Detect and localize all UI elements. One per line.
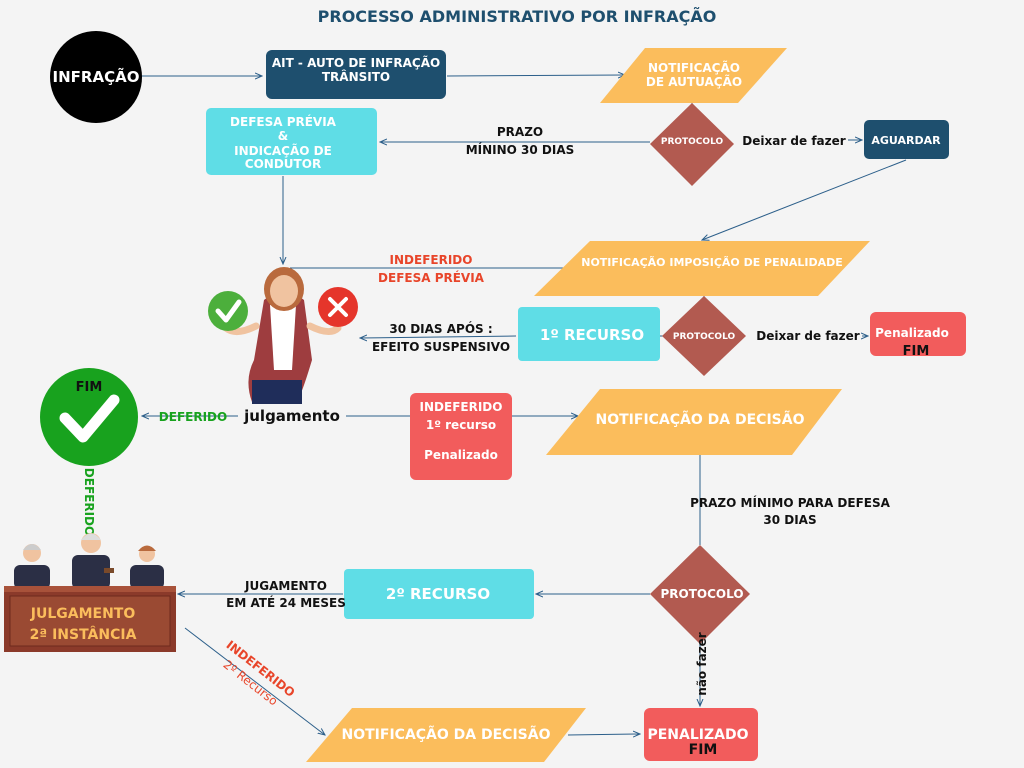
edge-label-julgamento-24-line2: EM ATÉ 24 MESES bbox=[226, 595, 346, 610]
node-defesa-line1: DEFESA PRÉVIA bbox=[230, 114, 337, 129]
node-penalizado-fim-1: Penalizado FIM bbox=[870, 312, 966, 359]
edge-label-prazo-defesa-line1: PRAZO MÍNIMO PARA DEFESA bbox=[690, 495, 891, 510]
node-julgamento-2-instancia: JULGAMENTO 2ª INSTÂNCIA bbox=[4, 533, 176, 652]
node-ait: AIT - AUTO DE INFRAÇÃO TRÂNSITO bbox=[266, 50, 446, 99]
node-aguardar: AGUARDAR bbox=[864, 120, 949, 159]
node-fim-check: FIM bbox=[40, 368, 138, 466]
node-defesa-line2: & bbox=[278, 129, 288, 143]
edge-label-indeferido-defesa-line2: DEFESA PRÉVIA bbox=[378, 270, 485, 285]
node-indeferido-line2: 1º recurso bbox=[426, 418, 496, 432]
edge-label-deferido-h: DEFERIDO bbox=[159, 410, 227, 424]
edge-notificacao2-penalizado bbox=[567, 734, 640, 735]
node-aguardar-label: AGUARDAR bbox=[871, 134, 941, 147]
node-defesa-previa: DEFESA PRÉVIA & INDICAÇÃO DE CONDUTOR bbox=[206, 108, 377, 175]
edge-label-deferido-v: DEFERIDO bbox=[82, 468, 96, 536]
node-notificacao-decisao-2-label: NOTIFICAÇÃO DA DECISÃO bbox=[342, 726, 551, 743]
node-notificacao-decisao-1-label: NOTIFICAÇÃO DA DECISÃO bbox=[596, 411, 805, 428]
node-julgamento-2-line2: 2ª INSTÂNCIA bbox=[30, 626, 137, 643]
edge-label-prazo-defesa-line2: 30 DIAS bbox=[763, 513, 816, 527]
node-recurso-2: 2º RECURSO bbox=[344, 569, 534, 619]
node-penalizado-fim-1-line2: FIM bbox=[903, 344, 930, 359]
node-recurso-1: 1º RECURSO bbox=[518, 307, 660, 361]
node-penalizado-fim-2-line2: FIM bbox=[689, 742, 718, 758]
edge-julgamento2-notificacao bbox=[184, 627, 325, 735]
node-indeferido-line1: INDEFERIDO bbox=[420, 400, 503, 414]
node-protocolo-1: PROTOCOLO bbox=[650, 103, 734, 186]
edge-label-30dias-line2: EFEITO SUSPENSIVO bbox=[372, 340, 510, 354]
node-protocolo-3: PROTOCOLO bbox=[650, 545, 750, 644]
node-notificacao-decisao-1: NOTIFICAÇÃO DA DECISÃO bbox=[546, 389, 842, 455]
check-icon-green bbox=[208, 291, 248, 331]
node-penalizado-fim-1-line1: Penalizado bbox=[875, 326, 949, 340]
node-julgamento-2-line1: JULGAMENTO bbox=[30, 606, 136, 622]
node-indeferido-line3: Penalizado bbox=[424, 448, 498, 462]
judges-illustration bbox=[14, 533, 164, 589]
edge-label-30dias-line1: 30 DIAS APÓS : bbox=[389, 321, 492, 336]
edge-recurso-julgamento bbox=[360, 336, 517, 338]
node-fim-label: FIM bbox=[76, 380, 103, 395]
edge-label-indeferido-defesa-line1: INDEFERIDO bbox=[390, 253, 473, 267]
node-defesa-line4: CONDUTOR bbox=[245, 157, 321, 171]
node-notificacao-penalidade-label: NOTIFICAÇÃO IMPOSIÇÃO DE PENALIDADE bbox=[581, 256, 843, 269]
node-recurso-1-label: 1º RECURSO bbox=[540, 326, 644, 344]
node-indeferido-recurso-1: INDEFERIDO 1º recurso Penalizado bbox=[410, 393, 512, 480]
node-notificacao-autuacao-line1: NOTIFICAÇÃO bbox=[648, 60, 740, 75]
node-julgamento-label: julgamento bbox=[243, 407, 340, 425]
node-protocolo-2-label: PROTOCOLO bbox=[673, 332, 736, 342]
node-penalizado-fim-2: PENALIZADO FIM bbox=[644, 708, 758, 761]
edge-label-prazo-line1: PRAZO bbox=[497, 125, 543, 139]
edge-ait-notificacao bbox=[446, 75, 625, 76]
diagram-title: PROCESSO ADMINISTRATIVO POR INFRAÇÃO bbox=[318, 7, 717, 26]
node-protocolo-3-label: PROTOCOLO bbox=[660, 587, 743, 601]
edge-label-nao-fazer: não fazer bbox=[695, 632, 709, 696]
node-infracao-label: INFRAÇÃO bbox=[53, 67, 140, 86]
edge-label-deixar-1: Deixar de fazer bbox=[742, 134, 845, 148]
edge-aguardar-penalidade bbox=[702, 159, 907, 240]
node-infracao: INFRAÇÃO bbox=[50, 31, 142, 123]
x-icon-red bbox=[318, 287, 358, 327]
node-protocolo-1-label: PROTOCOLO bbox=[661, 137, 724, 147]
node-notificacao-penalidade: NOTIFICAÇÃO IMPOSIÇÃO DE PENALIDADE bbox=[534, 241, 870, 296]
node-notificacao-autuacao-line2: DE AUTUAÇÃO bbox=[646, 74, 742, 89]
judge-woman-illustration bbox=[222, 267, 342, 404]
node-ait-line2: TRÂNSITO bbox=[322, 69, 390, 84]
edge-label-julgamento-24-line1: JUGAMENTO bbox=[244, 579, 327, 593]
node-notificacao-decisao-2: NOTIFICAÇÃO DA DECISÃO bbox=[306, 708, 586, 762]
node-penalizado-fim-2-line1: PENALIZADO bbox=[647, 727, 748, 743]
node-notificacao-autuacao: NOTIFICAÇÃO DE AUTUAÇÃO bbox=[600, 48, 787, 103]
edge-label-prazo-line2: MÍNINO 30 DIAS bbox=[466, 142, 575, 157]
node-recurso-2-label: 2º RECURSO bbox=[386, 585, 490, 603]
edge-label-deixar-2: Deixar de fazer bbox=[756, 329, 859, 343]
node-defesa-line3: INDICAÇÃO DE bbox=[234, 143, 332, 158]
node-ait-line1: AIT - AUTO DE INFRAÇÃO bbox=[272, 55, 440, 70]
node-protocolo-2: PROTOCOLO bbox=[662, 296, 746, 376]
